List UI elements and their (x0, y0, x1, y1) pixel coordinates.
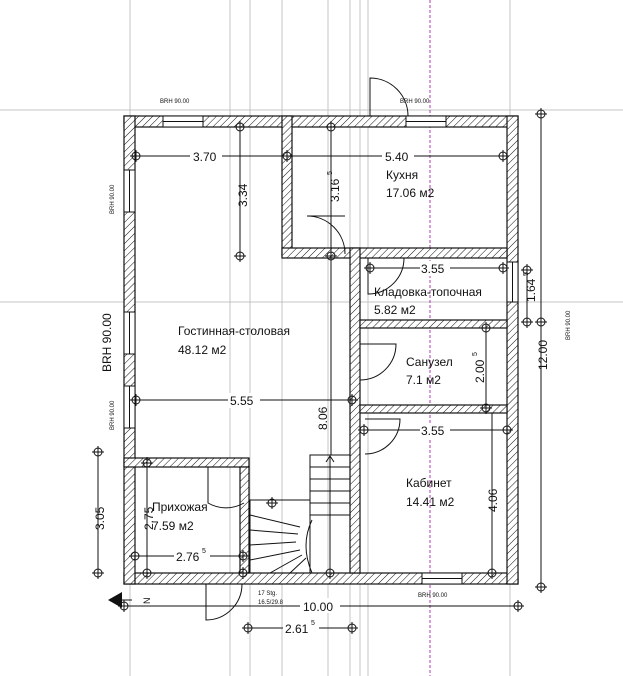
brh-right: BRH 90.00 (566, 310, 572, 340)
brh-top-left: BRH 90.00 (160, 99, 190, 105)
door-entry-top (369, 77, 409, 117)
room-name-cabinet: Кабинет (406, 476, 452, 490)
door-storage (367, 257, 405, 295)
dim-hall-width-sup: 5 (202, 548, 206, 555)
brh-top-right: BRH 90.00 (400, 99, 430, 105)
dim-cabinet-height: 4.06 (486, 488, 500, 512)
dim-bath-height-sup: 5 (472, 352, 479, 356)
dim-bath-height: 2.00 (473, 359, 487, 383)
door-hall-inner (207, 467, 245, 509)
walls (123, 115, 519, 585)
windows (123, 115, 519, 585)
room-name-living: Гостинная-столовая (178, 324, 290, 338)
dim-living-top-height: 3.34 (236, 183, 250, 207)
dim-stair-width: 2.61 (285, 622, 309, 636)
dim-storage-width: 3.55 (421, 262, 445, 276)
room-labels: Кухня 17.06 м2 Кладовка-топочная 5.82 м2… (152, 168, 482, 533)
door-cabinet (364, 418, 401, 455)
room-area-kitchen: 17.06 м2 (386, 186, 435, 200)
door-kitchen (306, 215, 346, 255)
dim-total-height: 12.00 (536, 340, 550, 370)
room-name-bath: Санузел (406, 355, 453, 369)
doors (205, 77, 409, 621)
dim-cabinet-width: 3.55 (421, 424, 445, 438)
door-hall-bottom (205, 583, 243, 621)
north-label: N (142, 598, 152, 605)
door-bath (359, 343, 397, 381)
brh-left-upper: BRH 90.00 (110, 184, 116, 214)
dim-stair-width-sup: 5 (311, 620, 315, 627)
room-name-storage: Кладовка-топочная (374, 285, 482, 299)
dim-left-lower: 3.05 (93, 506, 107, 530)
dim-kitchen-height: 3.16 (328, 178, 342, 202)
dim-kitchen-width: 5.40 (385, 150, 409, 164)
dim-right-short-sup: 5 (523, 272, 530, 276)
staircase (249, 454, 351, 574)
dim-living-top-width: 3.70 (193, 150, 217, 164)
room-area-bath: 7.1 м2 (406, 373, 441, 387)
dim-hall-height: 2.75 (142, 506, 156, 530)
dim-living-width: 5.55 (230, 394, 254, 408)
annotations: BRH 90.00 BRH 90.00 BRH 90.00 BRH 90.00 … (100, 99, 572, 606)
dimension-markers (92, 108, 547, 634)
dimension-values: 3.70 5.40 3.34 3.16 5 3.55 1.64 5 2.00 5… (93, 148, 550, 636)
brh-left-lower: BRH 90.00 (110, 400, 116, 430)
room-area-living: 48.12 м2 (178, 343, 227, 357)
room-name-kitchen: Кухня (386, 168, 418, 182)
room-name-hall: Прихожая (152, 500, 208, 514)
dim-living-height: 8.06 (316, 406, 330, 430)
brh-bottom: BRH 90.00 (418, 593, 448, 599)
stair-steps: 17 Stg. (258, 591, 277, 597)
brh-left-main: BRH 90.00 (100, 313, 114, 372)
dim-hall-width: 2.76 (176, 550, 200, 564)
stair-size: 16.5/29.8 (258, 600, 284, 606)
north-arrow-icon: N (108, 592, 152, 608)
dim-kitchen-height-sup: 5 (327, 171, 334, 175)
dim-right-short: 1.64 (524, 278, 538, 302)
dim-total-width: 10.00 (303, 600, 333, 614)
room-area-storage: 5.82 м2 (374, 303, 416, 317)
room-area-cabinet: 14.41 м2 (406, 495, 455, 509)
room-area-hall: 7.59 м2 (152, 519, 194, 533)
